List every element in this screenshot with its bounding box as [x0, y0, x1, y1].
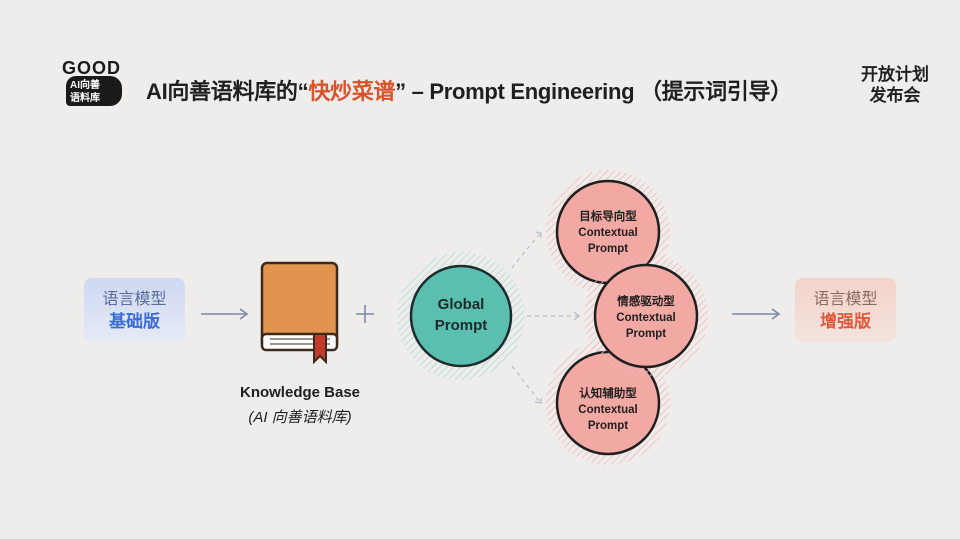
logo-good-text: GOOD — [62, 58, 122, 78]
contextual-cognitive-type: 认知辅助型 — [579, 388, 637, 400]
enhanced-model-card: 语言模型 增强版 — [795, 278, 896, 342]
event-line2: 发布会 — [869, 86, 921, 105]
contextual-label-emotion: 情感驱动型 Contextual Prompt — [601, 294, 691, 342]
title-highlight: 快炒菜谱 — [308, 79, 396, 104]
book-icon — [260, 261, 339, 365]
logo-line2: 语料库 — [70, 93, 100, 104]
contextual-cognitive-line2: Contextual — [578, 404, 638, 416]
event-label: 开放计划 发布会 — [846, 64, 944, 106]
arrow-right-icon — [201, 308, 249, 320]
knowledge-base-subtitle: (AI 向善语料库) — [248, 409, 352, 426]
contextual-goal-line3: Prompt — [587, 243, 629, 255]
plus-icon — [356, 305, 374, 323]
base-model-card: 语言模型 基础版 — [84, 278, 185, 342]
dashed-connectors — [511, 231, 580, 404]
title-part1: AI向善语料库的“ — [146, 79, 309, 104]
base-model-line1: 语言模型 — [102, 291, 167, 308]
logo-line1: AI向善 — [70, 80, 100, 91]
contextual-emotion-line3: Prompt — [625, 328, 667, 340]
enhanced-model-line1: 语言模型 — [813, 291, 878, 308]
global-prompt-circle — [397, 252, 525, 380]
title-part2: ” – Prompt Engineering （提示词引导） — [395, 79, 792, 104]
global-prompt-line1: Global — [437, 296, 485, 313]
contextual-goal-type: 目标导向型 — [579, 211, 637, 223]
contextual-emotion-type: 情感驱动型 — [617, 296, 675, 308]
knowledge-base-label: Knowledge Base (AI 向善语料库) — [214, 380, 386, 430]
knowledge-base-title: Knowledge Base — [239, 384, 361, 401]
base-model-line2: 基础版 — [109, 312, 160, 331]
global-prompt-label: Global Prompt — [412, 294, 510, 336]
enhanced-model-line2: 增强版 — [820, 312, 871, 331]
global-prompt-line2: Prompt — [434, 317, 488, 334]
contextual-label-cognitive: 认知辅助型 Contextual Prompt — [563, 386, 653, 434]
event-line1: 开放计划 — [861, 65, 929, 84]
contextual-circle-cognitive — [546, 341, 670, 465]
contextual-emotion-line2: Contextual — [616, 312, 676, 324]
contextual-circle-emotion — [584, 254, 708, 378]
arrow-right-icon — [732, 308, 781, 320]
logo-bubble: AI向善 语料库 — [66, 76, 122, 106]
page-title: AI向善语料库的“快炒菜谱” – Prompt Engineering （提示词… — [146, 74, 792, 106]
good-logo: GOOD AI向善 语料库 — [60, 58, 126, 110]
contextual-label-goal: 目标导向型 Contextual Prompt — [563, 209, 653, 257]
contextual-cognitive-line3: Prompt — [587, 420, 629, 432]
contextual-goal-line2: Contextual — [578, 227, 638, 239]
